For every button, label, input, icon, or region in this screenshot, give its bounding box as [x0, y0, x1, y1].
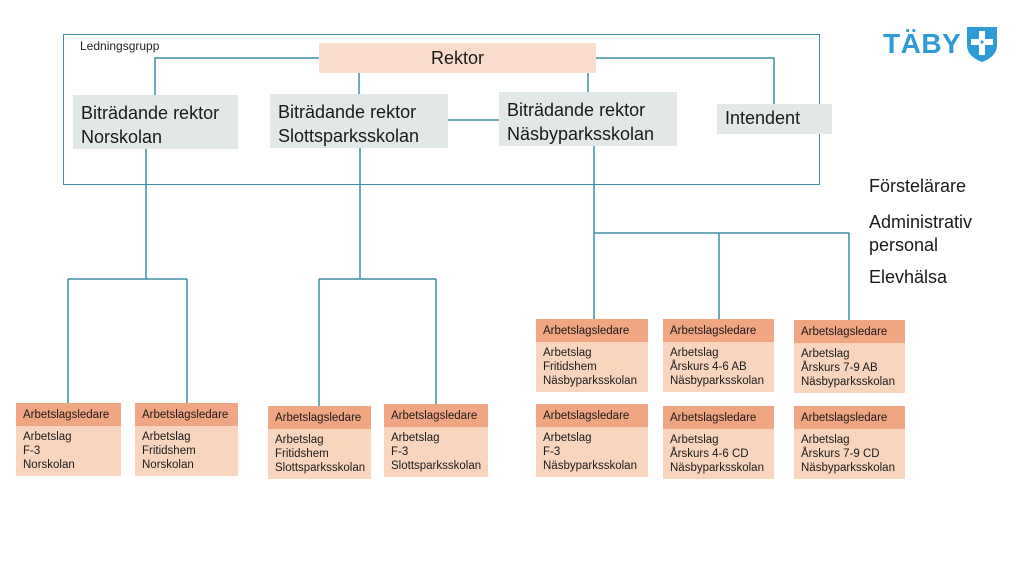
team-line: Näsbyparksskolan	[801, 376, 895, 388]
team-body: Arbetslag Fritidshem Norskolan	[135, 426, 238, 476]
team-line: Norskolan	[23, 459, 75, 471]
intendent-label: Intendent	[725, 108, 801, 128]
team-box: Arbetslagsledare Arbetslag F-3 Norskolan	[16, 403, 121, 476]
team-line: Arbetslag	[670, 347, 719, 359]
team-leader-label: Arbetslagsledare	[268, 406, 371, 429]
team-line: Arbetslag	[275, 434, 324, 446]
shield-cross-icon	[967, 27, 998, 62]
team-line: Arbetslag	[801, 434, 850, 446]
team-leader-label: Arbetslagsledare	[663, 319, 774, 342]
taby-logo: TÄBY	[883, 25, 999, 63]
team-leader-label: Arbetslagsledare	[16, 403, 121, 426]
leader-school: Norskolan	[81, 127, 163, 147]
leader-norskolan-box: Biträdande rektor Norskolan	[73, 95, 238, 149]
team-line: Norskolan	[142, 459, 194, 471]
team-line: Arbetslag	[391, 432, 440, 444]
team-line: Slottsparksskolan	[391, 460, 482, 472]
team-leader-label: Arbetslagsledare	[536, 319, 648, 342]
team-line: Arbetslag	[23, 431, 72, 443]
leader-school: Slottsparksskolan	[278, 126, 420, 146]
team-box: Arbetslagsledare Arbetslag F-3 Slottspar…	[384, 404, 488, 477]
team-leader-label: Arbetslagsledare	[384, 404, 488, 427]
leader-school: Näsbyparksskolan	[507, 124, 655, 144]
team-body: Arbetslag F-3 Norskolan	[16, 426, 121, 476]
team-body: Arbetslag Fritidshem Slottsparksskolan	[268, 429, 371, 479]
team-body: Arbetslag Årskurs 7-9 CD Näsbyparksskola…	[794, 429, 905, 479]
side-label-first-teacher: Förstelärare	[869, 176, 967, 196]
team-leader-label: Arbetslagsledare	[663, 406, 774, 429]
team-line: Årskurs 7-9 CD	[801, 448, 880, 460]
team-body: Arbetslag Årskurs 4-6 AB Näsbyparksskola…	[663, 342, 774, 392]
team-box: Arbetslagsledare Arbetslag Fritidshem No…	[135, 403, 238, 476]
team-line: F-3	[543, 446, 561, 458]
team-box: Arbetslagsledare Arbetslag Årskurs 7-9 C…	[794, 406, 905, 479]
team-leader-label: Arbetslagsledare	[135, 403, 238, 426]
logo-text: TÄBY	[883, 28, 962, 59]
management-group-label: Ledningsgrupp	[80, 39, 160, 53]
rektor-box: Rektor	[319, 43, 596, 73]
leader-nasbyparksskolan-box: Biträdande rektor Näsbyparksskolan	[499, 92, 677, 146]
team-box: Arbetslagsledare Arbetslag Fritidshem Nä…	[536, 319, 648, 392]
leader-title: Biträdande rektor	[507, 100, 646, 120]
team-box: Arbetslagsledare Arbetslag Årskurs 7-9 A…	[794, 320, 905, 393]
team-line: Årskurs 7-9 AB	[801, 362, 878, 374]
team-box: Arbetslagsledare Arbetslag Årskurs 4-6 C…	[663, 406, 774, 479]
team-line: Årskurs 4-6 CD	[670, 448, 749, 460]
team-box: Arbetslagsledare Arbetslag F-3 Näsbypark…	[536, 404, 648, 477]
leader-title: Biträdande rektor	[278, 102, 417, 122]
team-line: Slottsparksskolan	[275, 462, 366, 474]
side-label-admin-line2: personal	[869, 235, 939, 255]
team-line: F-3	[23, 445, 41, 457]
team-line: Arbetslag	[801, 348, 850, 360]
team-line: Näsbyparksskolan	[543, 460, 637, 472]
team-body: Arbetslag Årskurs 7-9 AB Näsbyparksskola…	[794, 343, 905, 393]
team-line: Årskurs 4-6 AB	[670, 361, 747, 373]
intendent-box: Intendent	[717, 104, 832, 134]
team-line: Näsbyparksskolan	[543, 375, 637, 387]
team-line: Arbetslag	[543, 432, 592, 444]
team-box: Arbetslagsledare Arbetslag Årskurs 4-6 A…	[663, 319, 774, 392]
team-body: Arbetslag F-3 Slottsparksskolan	[384, 427, 488, 477]
team-line: Fritidshem	[543, 361, 597, 373]
team-leader-label: Arbetslagsledare	[794, 320, 905, 343]
team-box: Arbetslagsledare Arbetslag Fritidshem Sl…	[268, 406, 371, 479]
side-label-admin-line1: Administrativ	[869, 212, 973, 232]
side-label-student-health: Elevhälsa	[869, 267, 948, 287]
team-line: Arbetslag	[142, 431, 191, 443]
side-label-admin: Administrativ personal	[869, 211, 972, 257]
team-line: Näsbyparksskolan	[670, 375, 764, 387]
team-line: F-3	[391, 446, 409, 458]
team-line: Arbetslag	[543, 347, 592, 359]
team-line: Fritidshem	[275, 448, 329, 460]
team-line: Näsbyparksskolan	[801, 462, 895, 474]
team-body: Arbetslag F-3 Näsbyparksskolan	[536, 427, 648, 477]
team-line: Näsbyparksskolan	[670, 462, 764, 474]
team-body: Arbetslag Fritidshem Näsbyparksskolan	[536, 342, 648, 392]
team-line: Fritidshem	[142, 445, 196, 457]
team-body: Arbetslag Årskurs 4-6 CD Näsbyparksskola…	[663, 429, 774, 479]
leader-title: Biträdande rektor	[81, 103, 220, 123]
team-leader-label: Arbetslagsledare	[794, 406, 905, 429]
team-leader-label: Arbetslagsledare	[536, 404, 648, 427]
team-line: Arbetslag	[670, 434, 719, 446]
leader-slottsparksskolan-box: Biträdande rektor Slottsparksskolan	[270, 94, 448, 148]
